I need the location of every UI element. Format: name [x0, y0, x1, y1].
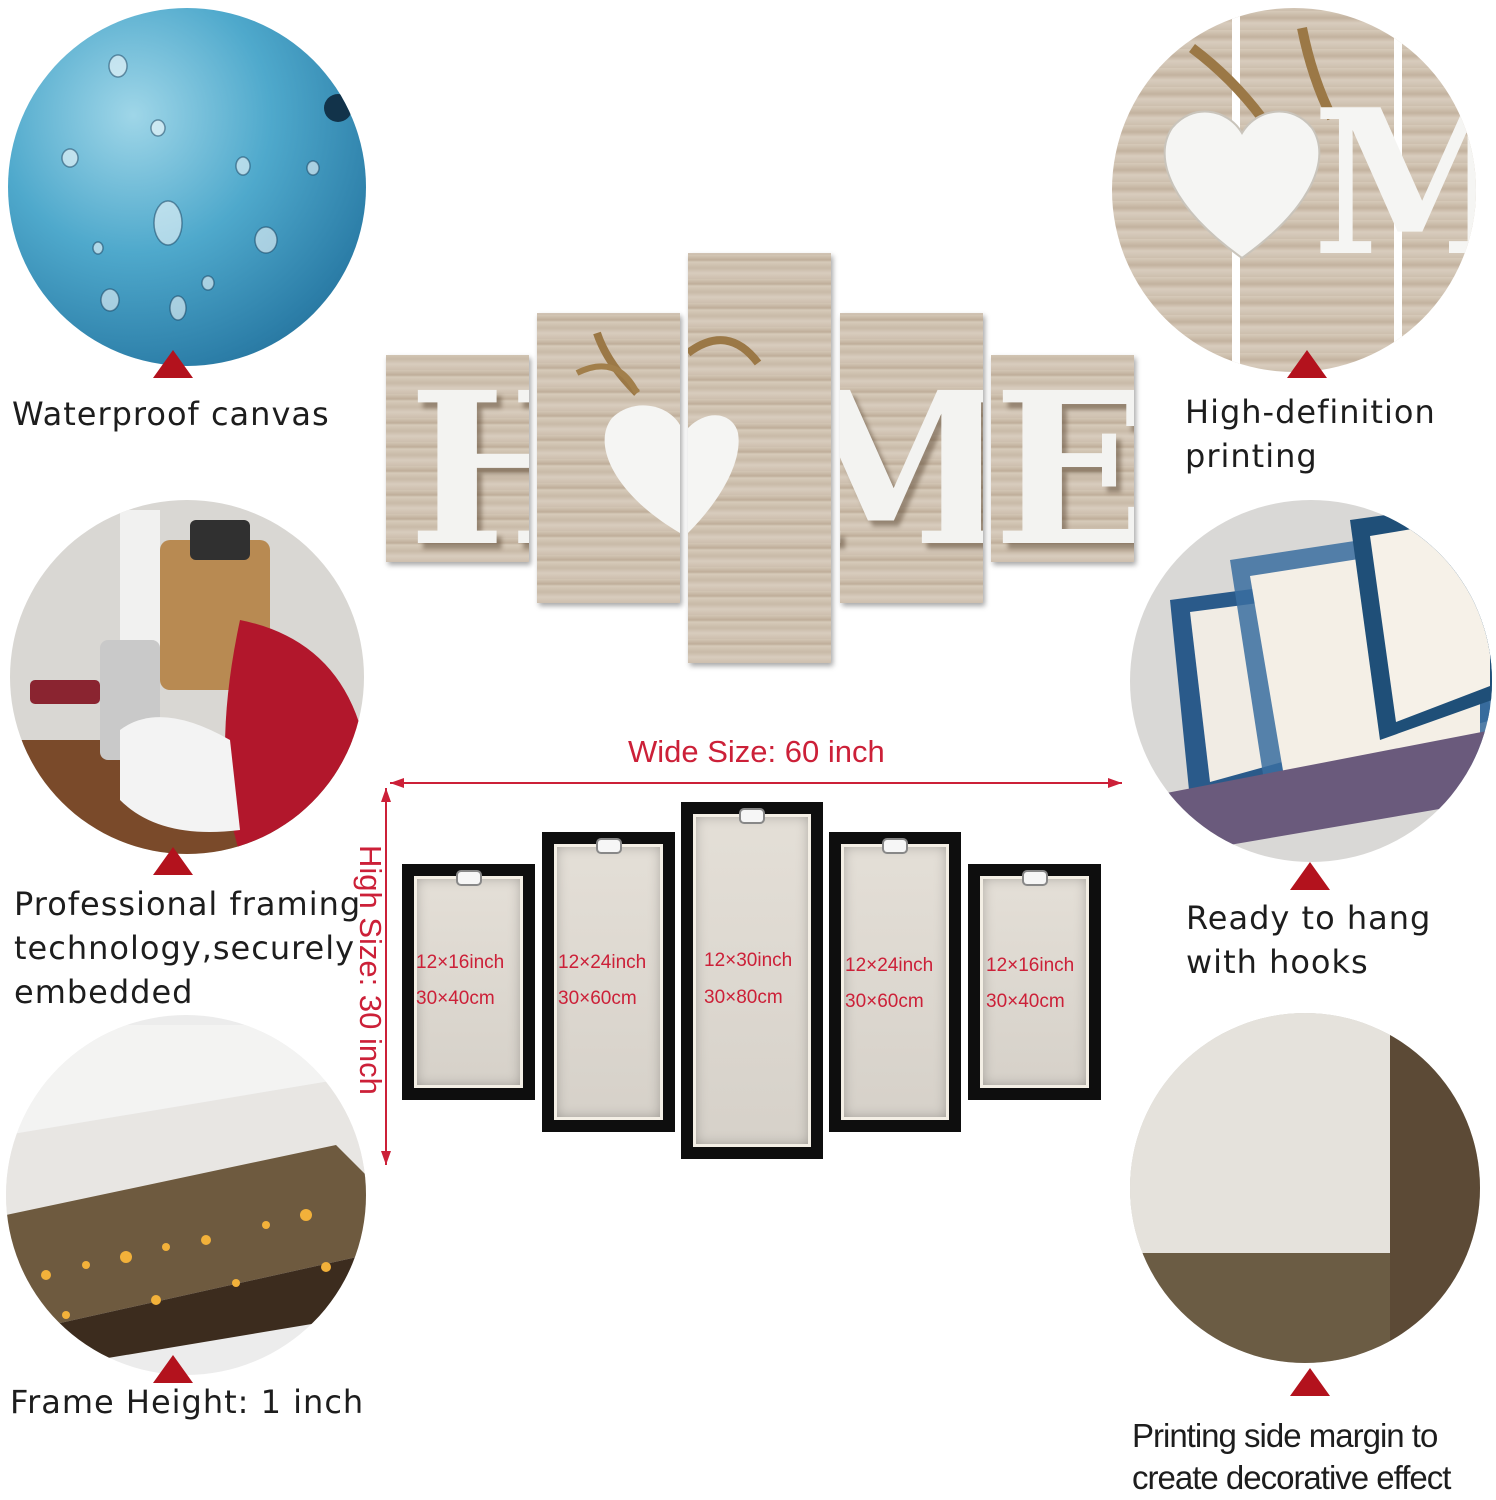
hook-icon — [884, 840, 906, 852]
high-size-label: High Size: 30 inch — [353, 845, 388, 1095]
artwork-panel-1: H — [386, 355, 529, 562]
framing-pointer-icon — [153, 847, 193, 875]
ready-hang-pointer-icon — [1290, 862, 1330, 890]
panel-5-cm: 30×40cm — [986, 991, 1065, 1012]
frame-edge-icon — [6, 1025, 366, 1375]
water-drops-icon — [61, 54, 352, 321]
panel-3-cm: 30×80cm — [704, 987, 783, 1008]
waterproof-photo — [8, 8, 366, 366]
hook-icon — [1023, 872, 1046, 884]
artwork-panel-5: E — [991, 355, 1134, 562]
panel-2-cm: 30×60cm — [558, 988, 637, 1009]
letter-m: M — [840, 346, 983, 593]
hd-printing-photo: M — [1112, 8, 1476, 372]
svg-text:M: M — [1312, 66, 1476, 301]
side-margin-caption: Printing side margin to create decorativ… — [1132, 1417, 1451, 1496]
framing-caption: Professional framing technology,securely… — [14, 885, 362, 1011]
wide-size-label: Wide Size: 60 inch — [628, 734, 885, 769]
letter-h: H — [408, 355, 529, 563]
hd-pointer-icon — [1287, 350, 1327, 378]
artwork-panel-2 — [537, 313, 680, 603]
panel-5-inch: 12×16inch — [986, 955, 1075, 976]
artwork-panel-4: M — [840, 313, 983, 603]
hook-icon — [457, 872, 480, 884]
panel-2-inch: 12×24inch — [558, 952, 647, 973]
side-margin-pointer-icon — [1290, 1368, 1330, 1396]
heart-letter-m-icon: M — [1163, 8, 1476, 372]
frame-panel-4 — [829, 832, 961, 1132]
panel-4-cm: 30×60cm — [845, 991, 924, 1012]
frame-panel-5 — [968, 864, 1101, 1100]
heart-center-icon — [688, 336, 762, 533]
heart-rope-icon — [575, 331, 680, 533]
frame-height-pointer-icon — [153, 1355, 193, 1383]
panel-3-inch: 12×30inch — [704, 950, 793, 971]
frame-height-photo — [6, 1015, 366, 1375]
artwork-panel-3 — [688, 253, 831, 663]
frame-panel-1 — [402, 864, 535, 1100]
waterproof-caption: Waterproof canvas — [12, 395, 330, 433]
frame-panel-2 — [542, 832, 675, 1132]
framing-photo — [10, 500, 364, 854]
hd-caption: High-definition printing — [1185, 393, 1436, 475]
ready-hang-photo — [1130, 500, 1492, 862]
panel-1-inch: 12×16inch — [416, 952, 505, 973]
panel-1-cm: 30×40cm — [416, 988, 495, 1009]
letter-e: E — [993, 355, 1134, 563]
canvas-corner-icon — [1130, 1013, 1480, 1363]
panel-4-inch: 12×24inch — [845, 955, 934, 976]
side-margin-photo — [1130, 1013, 1480, 1363]
waterproof-pointer-icon — [153, 350, 193, 378]
ready-hang-caption: Ready to hang with hooks — [1186, 899, 1432, 981]
frame-panel-3 — [681, 802, 823, 1159]
hook-icon — [597, 840, 620, 852]
hook-icon — [741, 810, 763, 822]
frame-height-caption: Frame Height: 1 inch — [10, 1383, 365, 1421]
